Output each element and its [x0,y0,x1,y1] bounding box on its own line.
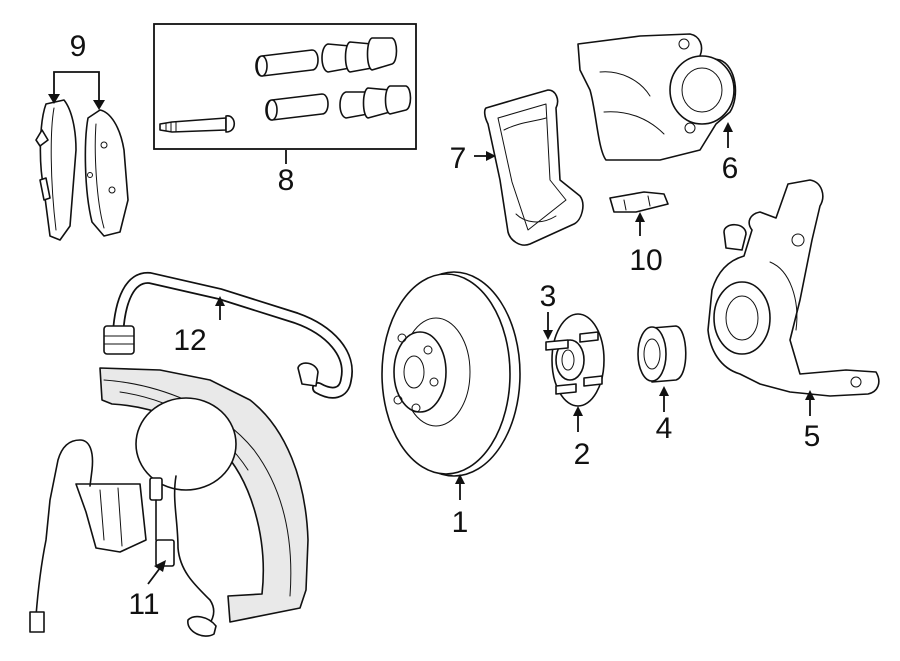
pin-sleeve-upper [255,49,319,77]
steering-knuckle [707,179,880,397]
callout-3: 3 [540,280,557,313]
brake-pads-group [35,99,129,241]
guide-pin [159,115,236,133]
callout-12: 12 [173,324,206,357]
brake-hose [103,272,353,399]
pin-boot-lower [339,85,412,119]
pad-clip [609,191,669,213]
callout-10: 10 [629,244,662,277]
pin-sleeve-lower [265,93,329,121]
leader-lines [48,71,815,585]
hub-and-studs [545,313,605,407]
wheel-speed-sensor [29,439,217,637]
callout-numbers: 9 8 7 6 10 12 3 2 4 5 1 11 [70,30,821,621]
callout-11: 11 [128,588,159,621]
hardware-kit-frame [153,23,417,150]
callout-8: 8 [278,164,295,197]
splash-shield [75,367,309,623]
callout-9: 9 [70,30,87,63]
pin-boot-upper [321,37,398,73]
callout-4: 4 [656,412,673,445]
hardware-kit-group [153,23,417,150]
callout-7: 7 [450,142,467,175]
wheel-bearing [637,325,687,383]
callout-2: 2 [574,438,591,471]
caliper-bracket [483,89,584,246]
callout-5: 5 [804,420,821,453]
callout-6: 6 [722,152,739,185]
brake-rotor [381,271,521,477]
callout-1: 1 [452,506,469,539]
caliper [577,33,737,161]
